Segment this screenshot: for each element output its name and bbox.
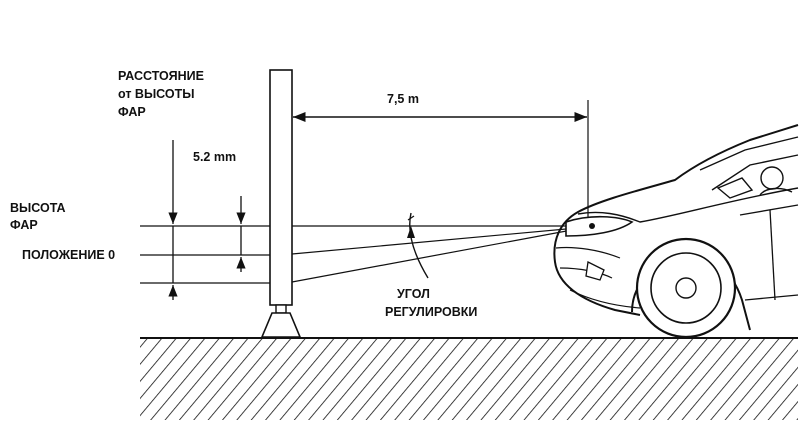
car-fog-light <box>585 261 605 281</box>
car-hub <box>675 277 697 299</box>
beam-lines <box>291 225 589 283</box>
distance-from-height-label-2: от ВЫСОТЫ <box>118 87 195 101</box>
car-sill <box>744 294 799 301</box>
angle-tick <box>407 215 415 221</box>
car-lower-lip <box>569 289 641 309</box>
post-base <box>260 312 302 338</box>
post-neck <box>275 304 287 314</box>
ground <box>140 337 798 420</box>
post-body <box>269 69 293 306</box>
car-bumper-line-1 <box>555 246 621 259</box>
distance-from-height-label-1: РАССТОЯНИЕ <box>118 69 204 83</box>
car <box>553 124 799 339</box>
car-windshield <box>699 136 799 171</box>
adjust-angle-label-2: РЕГУЛИРОВКИ <box>385 305 477 319</box>
car-driver-body <box>759 187 793 196</box>
distance-value-label: 7,5 m <box>387 92 419 106</box>
offset-value-label: 5.2 mm <box>193 150 236 164</box>
car-door-edge <box>769 209 776 301</box>
adjust-angle-label-1: УГОЛ <box>397 287 430 301</box>
car-hood-line <box>577 187 799 223</box>
car-headlight-center <box>589 223 595 229</box>
headlight-height-label-1: ВЫСОТА <box>10 201 66 215</box>
car-body-outline <box>553 124 799 316</box>
car-side-mirror <box>716 177 754 199</box>
screen-post <box>260 69 302 338</box>
adjustment-angle <box>407 212 429 279</box>
position-zero-label: ПОЛОЖЕНИЕ 0 <box>22 248 115 262</box>
angle-arc <box>409 212 429 279</box>
car-headlight <box>565 215 634 237</box>
ground-hatching <box>140 338 798 420</box>
angle-arrowhead <box>407 226 415 238</box>
car-a-pillar <box>711 154 799 191</box>
distance-dimension <box>293 100 589 226</box>
labels: РАССТОЯНИЕ от ВЫСОТЫ ФАР 5.2 mm 7,5 m ВЫ… <box>10 69 477 319</box>
beam-lower <box>291 226 589 283</box>
headlight-height-label-2: ФАР <box>10 218 38 232</box>
reference-lines <box>140 225 270 284</box>
car-side-crease <box>739 204 799 216</box>
car-driver-head <box>760 166 784 190</box>
distance-from-height-label-3: ФАР <box>118 105 146 119</box>
beam-middle <box>291 226 589 255</box>
